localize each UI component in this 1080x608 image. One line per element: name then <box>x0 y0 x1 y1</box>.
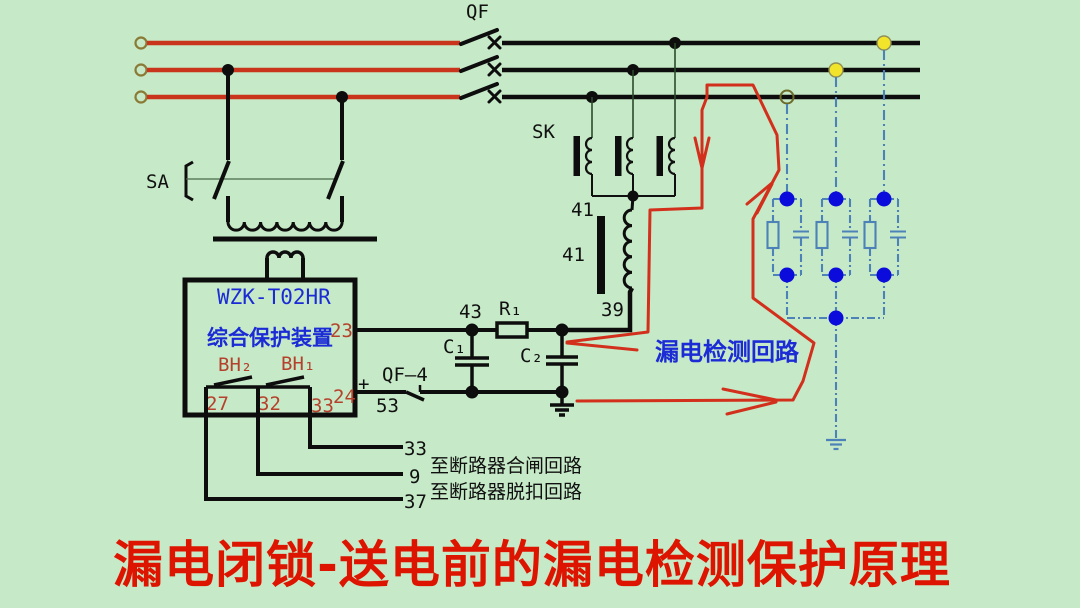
protection-device-box: WZK-T02HR 综合保护装置 23 24 BH₂ BH₁ 27 32 33 <box>182 277 358 418</box>
device-model: WZK-T02HR <box>217 285 331 309</box>
arrow-right <box>721 387 778 416</box>
plus-sign: + <box>358 373 369 395</box>
qf-breaker <box>459 28 502 104</box>
wire-33-label: 33 <box>404 438 427 460</box>
sk-current-transformers <box>573 37 681 202</box>
leakage-loop-label: 漏电检测回路 <box>655 338 800 366</box>
tap-dot-phase2 <box>828 62 844 78</box>
sa-blade <box>326 160 345 200</box>
arrow-down <box>693 136 711 170</box>
arrow-up-right <box>745 181 774 215</box>
rc-filter <box>356 321 578 417</box>
leakage-path-annotation <box>565 83 816 416</box>
tap-41-top-label: 41 <box>571 199 594 221</box>
earth-symbol <box>826 438 846 451</box>
winding-core <box>597 216 605 294</box>
resistor-r1 <box>495 321 529 339</box>
bh-contacts <box>206 375 310 389</box>
control-transformer <box>213 196 377 281</box>
c2-label: C₂ <box>520 345 543 367</box>
detection-winding <box>562 195 635 333</box>
terminal-24-label: 24 <box>333 386 356 408</box>
primary-coil <box>226 221 344 232</box>
tap-dot-phase1 <box>876 35 892 51</box>
ct-coils <box>584 136 676 176</box>
tap-41-mid-label: 41 <box>562 244 585 266</box>
insulation-impedance-network <box>766 35 906 451</box>
terminal-27-label: 27 <box>206 393 229 415</box>
ground-symbol <box>550 392 574 417</box>
sa-label: SA <box>146 171 169 193</box>
sa-switch <box>184 64 348 202</box>
terminal-32-label: 32 <box>258 393 281 415</box>
bh1-label: BH₁ <box>281 353 315 375</box>
output-wires <box>204 387 403 501</box>
winding-coil <box>622 208 633 290</box>
terminal-23-label: 23 <box>330 320 353 342</box>
device-name: 综合保护装置 <box>207 326 333 350</box>
node-43-label: 43 <box>459 301 482 323</box>
sa-blade <box>212 160 231 200</box>
c1-label: C₁ <box>443 336 466 358</box>
page-title: 漏电闭锁-送电前的漏电检测保护原理 <box>113 536 951 594</box>
terminal-33-label: 33 <box>311 395 334 417</box>
qf4-blade <box>405 390 425 402</box>
phase-lines <box>134 36 920 104</box>
wire-37-label: 37 <box>404 491 427 513</box>
wire-9-label: 9 <box>409 466 420 488</box>
tap-ring-phase3 <box>779 89 795 105</box>
tap-39-label: 39 <box>601 299 624 321</box>
sa-handle-icon <box>184 160 194 202</box>
qf4-label: QF–4 <box>382 364 428 386</box>
capacitor-c2 <box>546 330 578 392</box>
trip-circuit-text: 至断路器脱扣回路 <box>430 481 582 503</box>
sk-label: SK <box>532 121 555 143</box>
qf-label: QF <box>466 1 489 23</box>
r1-label: R₁ <box>499 298 522 320</box>
line-start-terminal <box>134 36 148 50</box>
line-start-terminal <box>134 63 148 77</box>
bh2-label: BH₂ <box>218 354 252 376</box>
closing-circuit-text: 至断路器合闸回路 <box>430 455 582 477</box>
line-start-terminal <box>134 90 148 104</box>
ct-cores <box>573 136 663 176</box>
arrow-left-barb <box>565 341 639 352</box>
node-dots <box>779 191 892 326</box>
secondary-coil <box>265 250 305 259</box>
contact-53-label: 53 <box>376 395 399 417</box>
